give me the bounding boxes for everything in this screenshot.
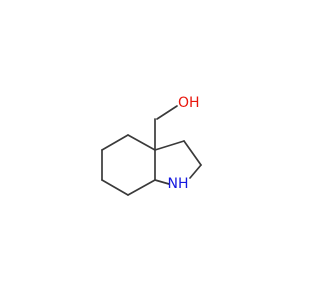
bond-c7-c7a bbox=[127, 179, 156, 196]
hydroxyl-label: OH bbox=[178, 95, 200, 111]
bond-c3a-c3 bbox=[154, 140, 185, 151]
bond-ch2-oh bbox=[156, 105, 178, 120]
bond-c2-n1 bbox=[189, 164, 202, 179]
bond-n1-c7a bbox=[154, 179, 170, 185]
bond-c6-c7 bbox=[101, 179, 129, 196]
bond-lines bbox=[101, 105, 202, 196]
structure-canvas: OH NH bbox=[101, 95, 202, 196]
bond-c3-c2 bbox=[183, 140, 202, 166]
amine-label: NH bbox=[168, 176, 189, 192]
bond-c3a-c4 bbox=[127, 134, 156, 151]
bond-c4-c5 bbox=[101, 134, 129, 151]
molecule-structure: OH NH bbox=[101, 95, 202, 196]
